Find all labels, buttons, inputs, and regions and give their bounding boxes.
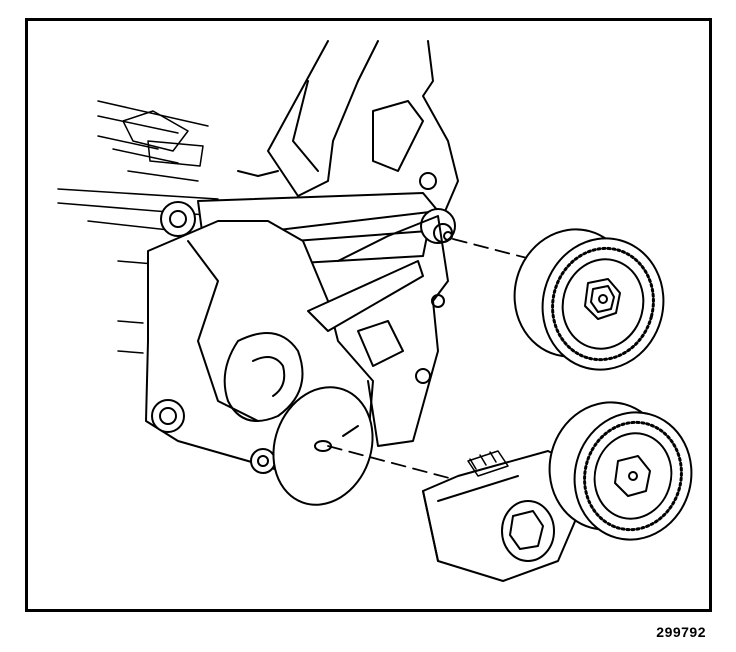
idler-pulley [513, 228, 665, 371]
bracket-pulley-boss [272, 386, 374, 506]
figure-number: 299792 [656, 624, 706, 640]
belt-tensioner [422, 401, 693, 582]
engine-upper-outline [237, 40, 459, 217]
illustration-frame [25, 18, 712, 612]
engine-block-lines [57, 100, 219, 354]
engine-bracket-illustration [57, 40, 693, 582]
